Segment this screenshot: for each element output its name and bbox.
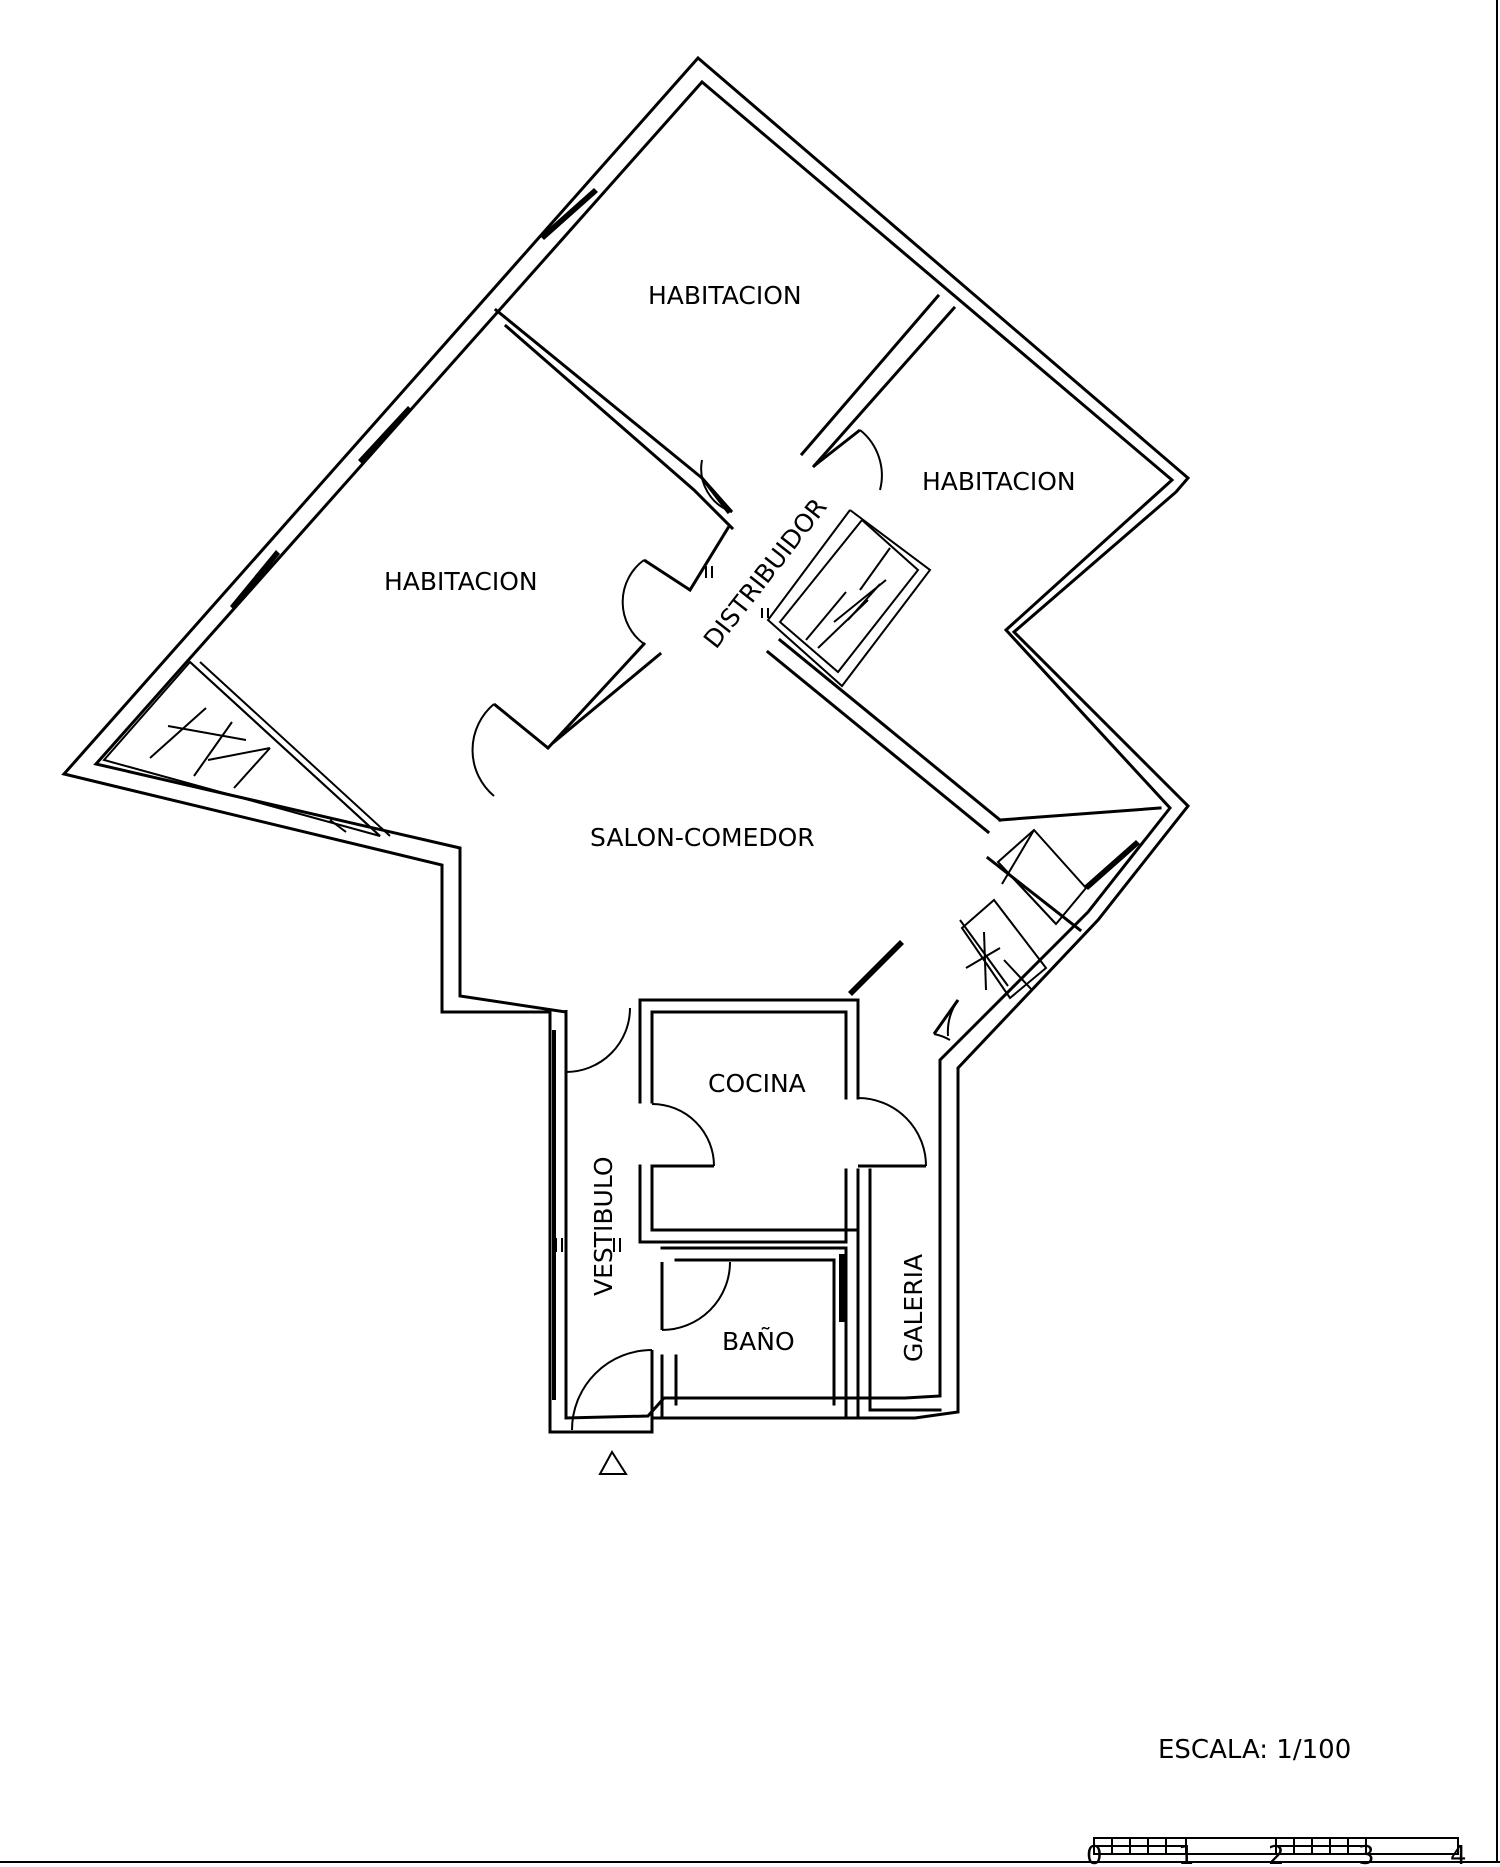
scale-tick-4: 4 <box>1450 1841 1467 1867</box>
room-labels: HABITACION HABITACION HABITACION DISTRIB… <box>384 281 1076 1362</box>
label-cocina: COCINA <box>708 1069 806 1098</box>
doors <box>471 428 960 1431</box>
triangle-icon <box>598 1450 628 1475</box>
scale-tick-3: 3 <box>1358 1841 1375 1867</box>
windows <box>230 188 1140 1400</box>
scale-tick-2: 2 <box>1268 1841 1285 1867</box>
interior-walls <box>189 293 1162 1420</box>
scale-tick-1: 1 <box>1178 1841 1195 1867</box>
label-vestibulo: VESTIBULO <box>589 1156 618 1296</box>
partition-ticks <box>555 566 769 1252</box>
label-bano: BAÑO <box>722 1326 795 1356</box>
exterior-walls <box>61 55 1191 1434</box>
scale-bar <box>1093 1837 1459 1855</box>
label-habitacion-right: HABITACION <box>922 467 1076 496</box>
label-distribuidor: DISTRIBUIDOR <box>698 493 833 654</box>
scale-block: ESCALA: 1/100 0 1 2 3 4 <box>1086 1735 1467 1867</box>
label-galeria: GALERIA <box>899 1254 928 1362</box>
scale-tick-0: 0 <box>1086 1841 1103 1867</box>
label-salon-comedor: SALON-COMEDOR <box>590 823 815 852</box>
entrance-marker <box>598 1450 628 1475</box>
label-habitacion-left: HABITACION <box>384 567 538 596</box>
label-habitacion-top: HABITACION <box>648 281 802 310</box>
scale-label: ESCALA: 1/100 <box>1158 1735 1351 1765</box>
closet-hatching <box>102 547 1088 1000</box>
